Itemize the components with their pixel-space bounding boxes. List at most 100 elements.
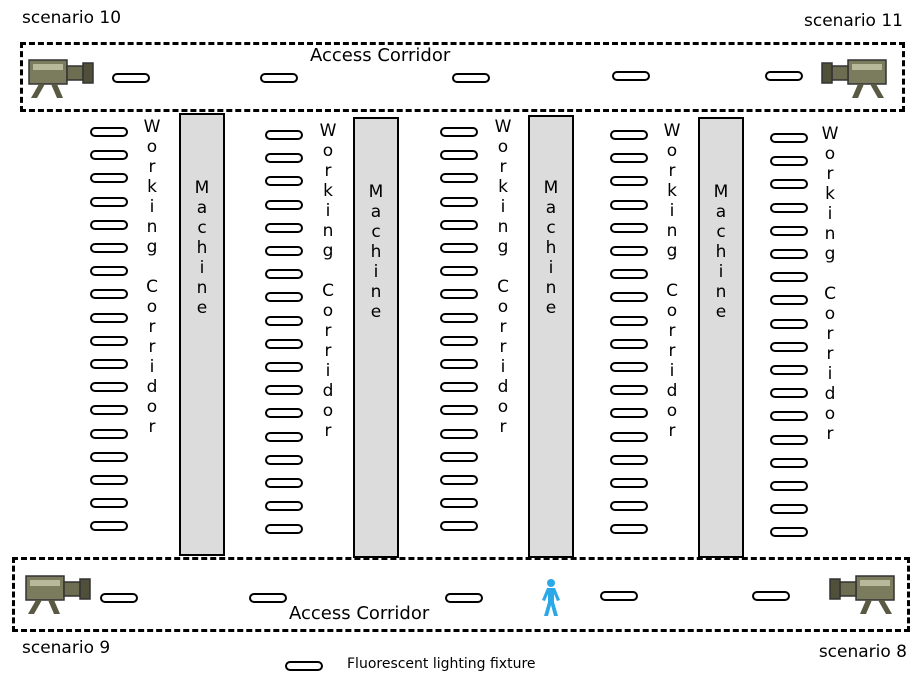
light-fixture [600,591,638,601]
light-fixture [610,501,648,511]
light-fixture [265,455,303,465]
light-fixture [90,150,128,160]
light-fixture [90,521,128,531]
light-fixture [90,429,128,439]
light-fixture [90,313,128,323]
top-access-corridor-label: Access Corridor [310,45,451,66]
light-fixture [265,176,303,186]
camera-icon [829,575,895,614]
light-fixture [770,527,808,537]
light-fixture [612,71,650,81]
light-fixture [770,388,808,398]
light-fixture [610,408,648,418]
camera-icon [28,59,94,98]
light-fixture [100,593,138,603]
light-fixture [249,593,287,603]
scenario-8-label: scenario 8 [818,642,907,662]
light-fixture [90,289,128,299]
light-fixture [770,504,808,514]
light-fixture [610,246,648,256]
light-fixture [770,481,808,491]
light-fixture [770,203,808,213]
light-fixture [770,458,808,468]
light-fixture [610,455,648,465]
legend-light-fixture-icon [285,661,323,671]
light-fixture [90,243,128,253]
light-fixture [440,243,478,253]
light-fixture [90,127,128,137]
light-fixture [770,411,808,421]
light-fixture [440,475,478,485]
light-fixture [90,173,128,183]
camera-icon [821,59,887,98]
scenario-9-label: scenario 9 [22,638,111,658]
light-fixture [265,269,303,279]
scenario-10-label: scenario 10 [22,8,122,28]
light-fixture [770,226,808,236]
light-fixture [265,362,303,372]
light-fixture [610,130,648,140]
light-fixture [610,153,648,163]
light-fixture [440,452,478,462]
light-fixture [90,475,128,485]
light-fixture [265,223,303,233]
light-fixture [770,342,808,352]
light-fixture [440,197,478,207]
light-fixture [770,365,808,375]
light-fixture [265,316,303,326]
light-fixture [90,266,128,276]
light-fixture [752,591,790,601]
light-fixture [90,498,128,508]
light-fixture [610,223,648,233]
machine-3 [528,115,574,558]
bottom-access-corridor [12,557,910,632]
light-fixture [610,316,648,326]
light-fixture [90,336,128,346]
light-fixture [440,220,478,230]
light-fixture [90,220,128,230]
scenario-11-label: scenario 11 [803,11,903,31]
light-fixture [440,127,478,137]
light-fixture [770,272,808,282]
bottom-access-corridor-label: Access Corridor [289,603,430,624]
light-fixture [90,382,128,392]
light-fixture [265,432,303,442]
light-fixture [265,246,303,256]
light-fixture [265,339,303,349]
light-fixture [260,73,298,83]
light-fixture [770,435,808,445]
light-fixture [440,382,478,392]
light-fixture [90,359,128,369]
light-fixture [770,133,808,143]
light-fixture [265,524,303,534]
machine-2 [353,117,399,558]
machine-4 [698,117,744,558]
light-fixture [770,156,808,166]
person-icon [542,579,560,616]
light-fixture [765,71,803,81]
light-fixture [610,432,648,442]
light-fixture [610,200,648,210]
light-fixture [610,362,648,372]
light-fixture [440,429,478,439]
light-fixture [440,266,478,276]
legend-label: Fluorescent lighting fixture [347,656,536,672]
light-fixture [265,292,303,302]
light-fixture [770,319,808,329]
light-fixture [610,385,648,395]
light-fixture [440,521,478,531]
light-fixture [440,359,478,369]
light-fixture [452,73,490,83]
light-fixture [440,336,478,346]
light-fixture [440,173,478,183]
light-fixture [440,289,478,299]
camera-icon [25,575,91,614]
top-access-corridor [20,42,905,112]
